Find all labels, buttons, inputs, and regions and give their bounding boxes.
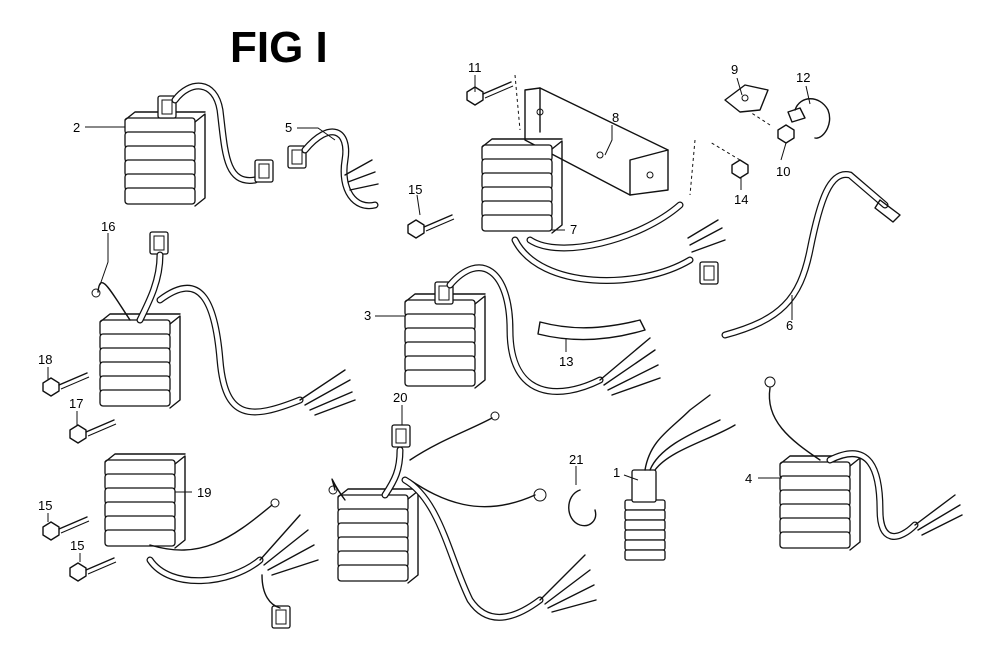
callout-15-b: 15 bbox=[70, 538, 84, 553]
part-4-regulator bbox=[764, 376, 963, 551]
callout-2: 2 bbox=[73, 120, 80, 135]
part-3-regulator bbox=[404, 264, 661, 396]
callout-6: 6 bbox=[786, 318, 793, 333]
callout-4: 4 bbox=[745, 471, 752, 486]
part-13-tube bbox=[537, 319, 646, 341]
callout-19: 19 bbox=[197, 485, 211, 500]
callout-15-a: 15 bbox=[38, 498, 52, 513]
callout-5: 5 bbox=[285, 120, 292, 135]
part-20-regulator bbox=[328, 411, 597, 621]
callout-7: 7 bbox=[570, 222, 577, 237]
callout-21: 21 bbox=[569, 452, 583, 467]
callout-17: 17 bbox=[69, 396, 83, 411]
callout-10: 10 bbox=[776, 164, 790, 179]
part-18-bolt bbox=[42, 372, 90, 397]
part-15-bolt-a bbox=[42, 516, 90, 541]
callout-8: 8 bbox=[612, 110, 619, 125]
part-10-bolt bbox=[749, 111, 795, 144]
part-14-bolt bbox=[709, 141, 749, 179]
callout-20: 20 bbox=[393, 390, 407, 405]
callout-14: 14 bbox=[734, 192, 748, 207]
callout-11: 11 bbox=[468, 60, 482, 75]
callouts: 2 5 11 8 9 12 10 14 15 7 16 6 3 13 18 17… bbox=[38, 60, 810, 553]
part-9-clip bbox=[724, 84, 769, 113]
figure-title: FIG I bbox=[230, 23, 328, 72]
part-11-bolt bbox=[466, 81, 514, 106]
part-7-regulator bbox=[481, 138, 726, 285]
part-1-regulator bbox=[624, 394, 736, 561]
part-2-regulator bbox=[124, 82, 274, 207]
part-16-regulator bbox=[91, 231, 356, 416]
leader-lines bbox=[47, 75, 811, 562]
callout-13: 13 bbox=[559, 354, 573, 369]
part-12-clamp bbox=[787, 98, 831, 139]
part-15-bolt-b bbox=[69, 557, 117, 582]
part-5-harness bbox=[287, 128, 379, 210]
part-8-bracket bbox=[514, 74, 696, 196]
callout-9: 9 bbox=[731, 62, 738, 77]
callout-1: 1 bbox=[613, 465, 620, 480]
callout-12: 12 bbox=[796, 70, 810, 85]
callout-3: 3 bbox=[364, 308, 371, 323]
callout-16: 16 bbox=[101, 219, 115, 234]
callout-15-mid: 15 bbox=[408, 182, 422, 197]
part-15-bolt-mid bbox=[407, 214, 455, 239]
part-6-cable bbox=[721, 171, 901, 339]
callout-18: 18 bbox=[38, 352, 52, 367]
part-21-clip bbox=[568, 489, 597, 527]
part-19-regulator bbox=[104, 453, 319, 629]
